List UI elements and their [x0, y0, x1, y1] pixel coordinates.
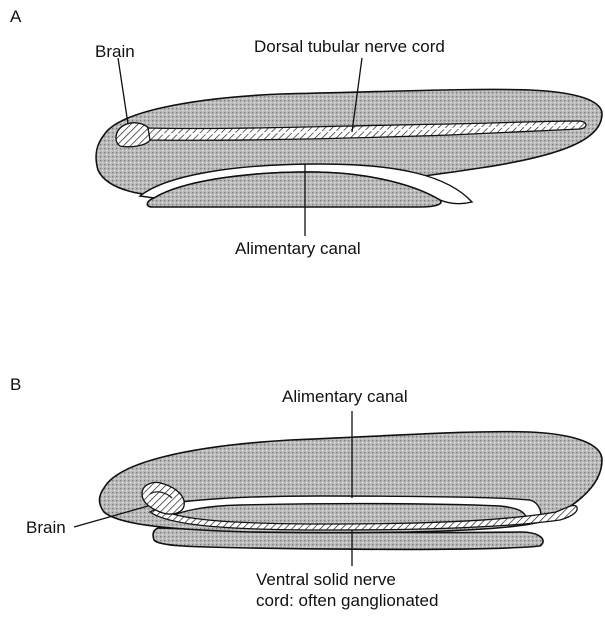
panel-b-brain-label: Brain [26, 518, 66, 537]
panel-a: A Brain Dorsal tubular nerve cord Alimen… [10, 7, 602, 258]
panel-b-nerve-cord-label-line1: Ventral solid nerve [256, 570, 396, 589]
panel-a-brain-label: Brain [95, 42, 135, 61]
panel-b: B Alimentary canal Brain Ventral solid n… [10, 375, 602, 610]
panel-a-letter: A [10, 7, 22, 26]
panel-a-canal-label: Alimentary canal [235, 239, 361, 258]
panel-a-brain-leader [118, 58, 128, 124]
panel-b-nerve-cord-label-line2: cord: often ganglionated [256, 591, 438, 610]
panel-b-letter: B [10, 375, 21, 394]
panel-a-nerve-cord-label: Dorsal tubular nerve cord [254, 37, 445, 56]
panel-b-canal-label: Alimentary canal [282, 387, 408, 406]
panel-a-brain [116, 123, 152, 147]
